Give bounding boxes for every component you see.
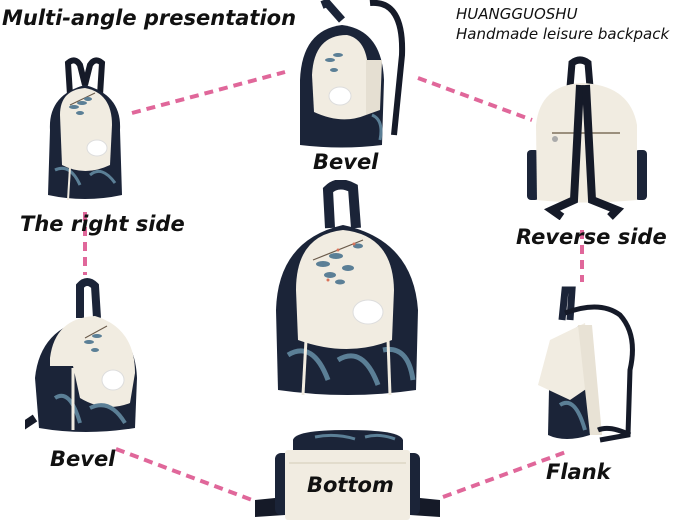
backpack-right-side-image — [48, 57, 122, 201]
connector-bevel-to-bottom — [115, 447, 253, 502]
connector-bottom-to-flank — [442, 450, 567, 499]
page-title: Multi-angle presentation — [2, 6, 297, 30]
backpack-bevel-top-image — [300, 0, 406, 148]
view-label-bevel-top: Bevel — [313, 150, 379, 174]
view-label-flank: Flank — [546, 460, 611, 484]
brand-name: HUANGGUOSHU — [456, 5, 578, 23]
connector-bevel-to-reverse — [417, 76, 533, 122]
view-label-bevel-bottom: Bevel — [50, 447, 116, 471]
backpack-bottom-image — [255, 430, 440, 520]
view-label-right-side: The right side — [20, 212, 185, 236]
view-label-reverse-side: Reverse side — [516, 225, 667, 249]
backpack-reverse-side-image — [527, 56, 647, 220]
backpack-bevel-bottom-image — [25, 278, 137, 432]
backpack-front-image — [276, 180, 418, 396]
view-label-bottom: Bottom — [307, 473, 394, 497]
connector-right-to-bevel — [131, 70, 286, 115]
backpack-flank-image — [538, 286, 635, 443]
product-name: Handmade leisure backpack — [456, 25, 670, 43]
